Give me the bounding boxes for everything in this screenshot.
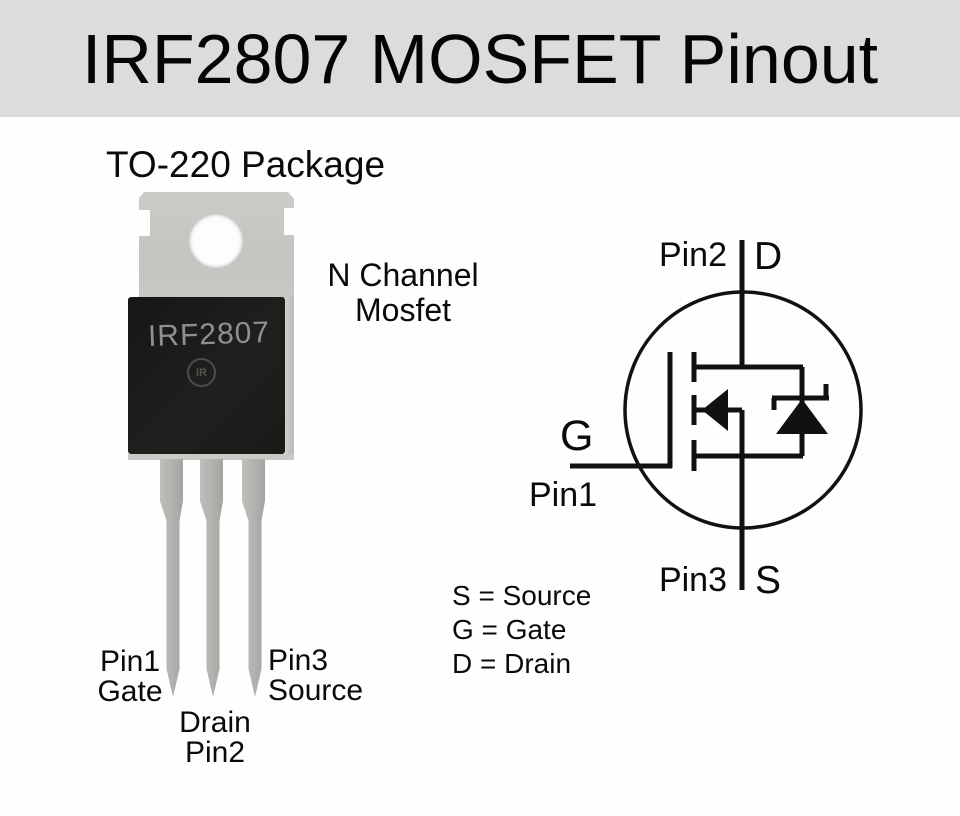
legend-drain: D = Drain	[452, 648, 572, 679]
pin2-callout: Drain Pin2	[179, 706, 251, 769]
page-title: IRF2807 MOSFET Pinout	[81, 19, 879, 98]
legend-gate: G = Gate	[452, 614, 567, 645]
symbol-pin1-label: Pin1	[529, 476, 598, 514]
pin1-callout: Pin1 Gate	[97, 645, 163, 708]
package-side-edge	[285, 297, 294, 454]
body-diode-triangle	[776, 399, 828, 434]
ir-logo-icon: IR	[187, 358, 216, 387]
package-body: IRF2807 IR	[128, 297, 285, 454]
legend: S = Source G = Gate D = Drain	[452, 579, 591, 681]
header-banner: IRF2807 MOSFET Pinout	[0, 0, 960, 117]
symbol-pin3-label: Pin3	[658, 561, 727, 599]
package-metal-tab	[139, 192, 294, 298]
legend-source: S = Source	[452, 580, 592, 611]
symbol-source-letter: S	[755, 559, 782, 602]
pin3-callout: Pin3 Source	[268, 644, 364, 707]
substrate-arrow	[702, 389, 728, 431]
package-heading: TO-220 Package	[106, 144, 386, 185]
symbol-drain-letter: D	[754, 235, 783, 278]
mosfet-symbol	[570, 240, 863, 590]
transistor-type-label: N Channel Mosfet	[327, 257, 479, 328]
symbol-gate-letter: G	[560, 412, 594, 460]
leg-drain	[200, 459, 223, 697]
symbol-pin2-label: Pin2	[658, 236, 727, 274]
diode-cathode-bar	[771, 384, 829, 410]
chip-marking: IRF2807	[147, 315, 271, 354]
leg-source	[242, 459, 265, 697]
mounting-hole	[189, 214, 243, 268]
package-bottom-edge	[128, 454, 294, 460]
